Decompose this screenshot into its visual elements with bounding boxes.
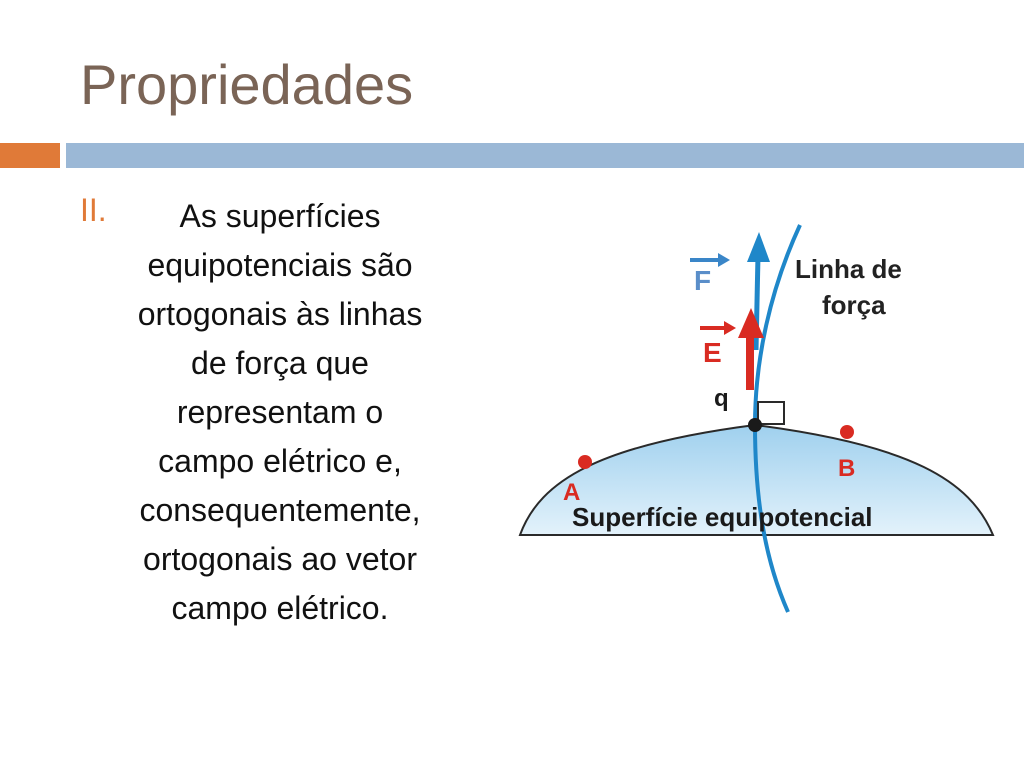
- text-line: consequentemente,: [80, 486, 480, 535]
- surface-label: Superfície equipotencial: [572, 502, 873, 532]
- field-arrow-head: [738, 308, 764, 338]
- field-vector-bar-head: [724, 321, 736, 335]
- equipotential-diagram: F E q Linha de força A B Superfície equi…: [500, 210, 1010, 635]
- point-a: [578, 455, 592, 469]
- right-angle-marker: [758, 402, 784, 424]
- bullet-text: As superfícies equipotenciais são ortogo…: [80, 192, 480, 633]
- text-line: As superfícies: [80, 192, 480, 241]
- accent-bar-blue: [66, 143, 1024, 168]
- text-line: representam o: [80, 388, 480, 437]
- field-line-label-1: Linha de: [795, 254, 902, 284]
- slide-title: Propriedades: [80, 52, 413, 117]
- text-line: ortogonais às linhas: [80, 290, 480, 339]
- force-label: F: [694, 265, 711, 296]
- bullet-item: II. As superfícies equipotenciais são or…: [80, 192, 480, 633]
- text-line: equipotenciais são: [80, 241, 480, 290]
- point-b: [840, 425, 854, 439]
- force-arrow-head: [747, 232, 770, 262]
- point-b-label: B: [838, 455, 855, 482]
- field-line-label-2: força: [822, 290, 886, 320]
- text-line: ortogonais ao vetor: [80, 535, 480, 584]
- charge-point: [748, 418, 762, 432]
- accent-bar-orange: [0, 143, 60, 168]
- diagram-svg: F E q Linha de força A B Superfície equi…: [500, 210, 1010, 630]
- force-vector-bar-head: [718, 253, 730, 267]
- field-line: [755, 225, 800, 612]
- charge-label: q: [714, 385, 729, 412]
- text-line: campo elétrico.: [80, 584, 480, 633]
- text-line: campo elétrico e,: [80, 437, 480, 486]
- list-marker: II.: [80, 192, 107, 229]
- text-line: de força que: [80, 339, 480, 388]
- field-label: E: [703, 337, 722, 368]
